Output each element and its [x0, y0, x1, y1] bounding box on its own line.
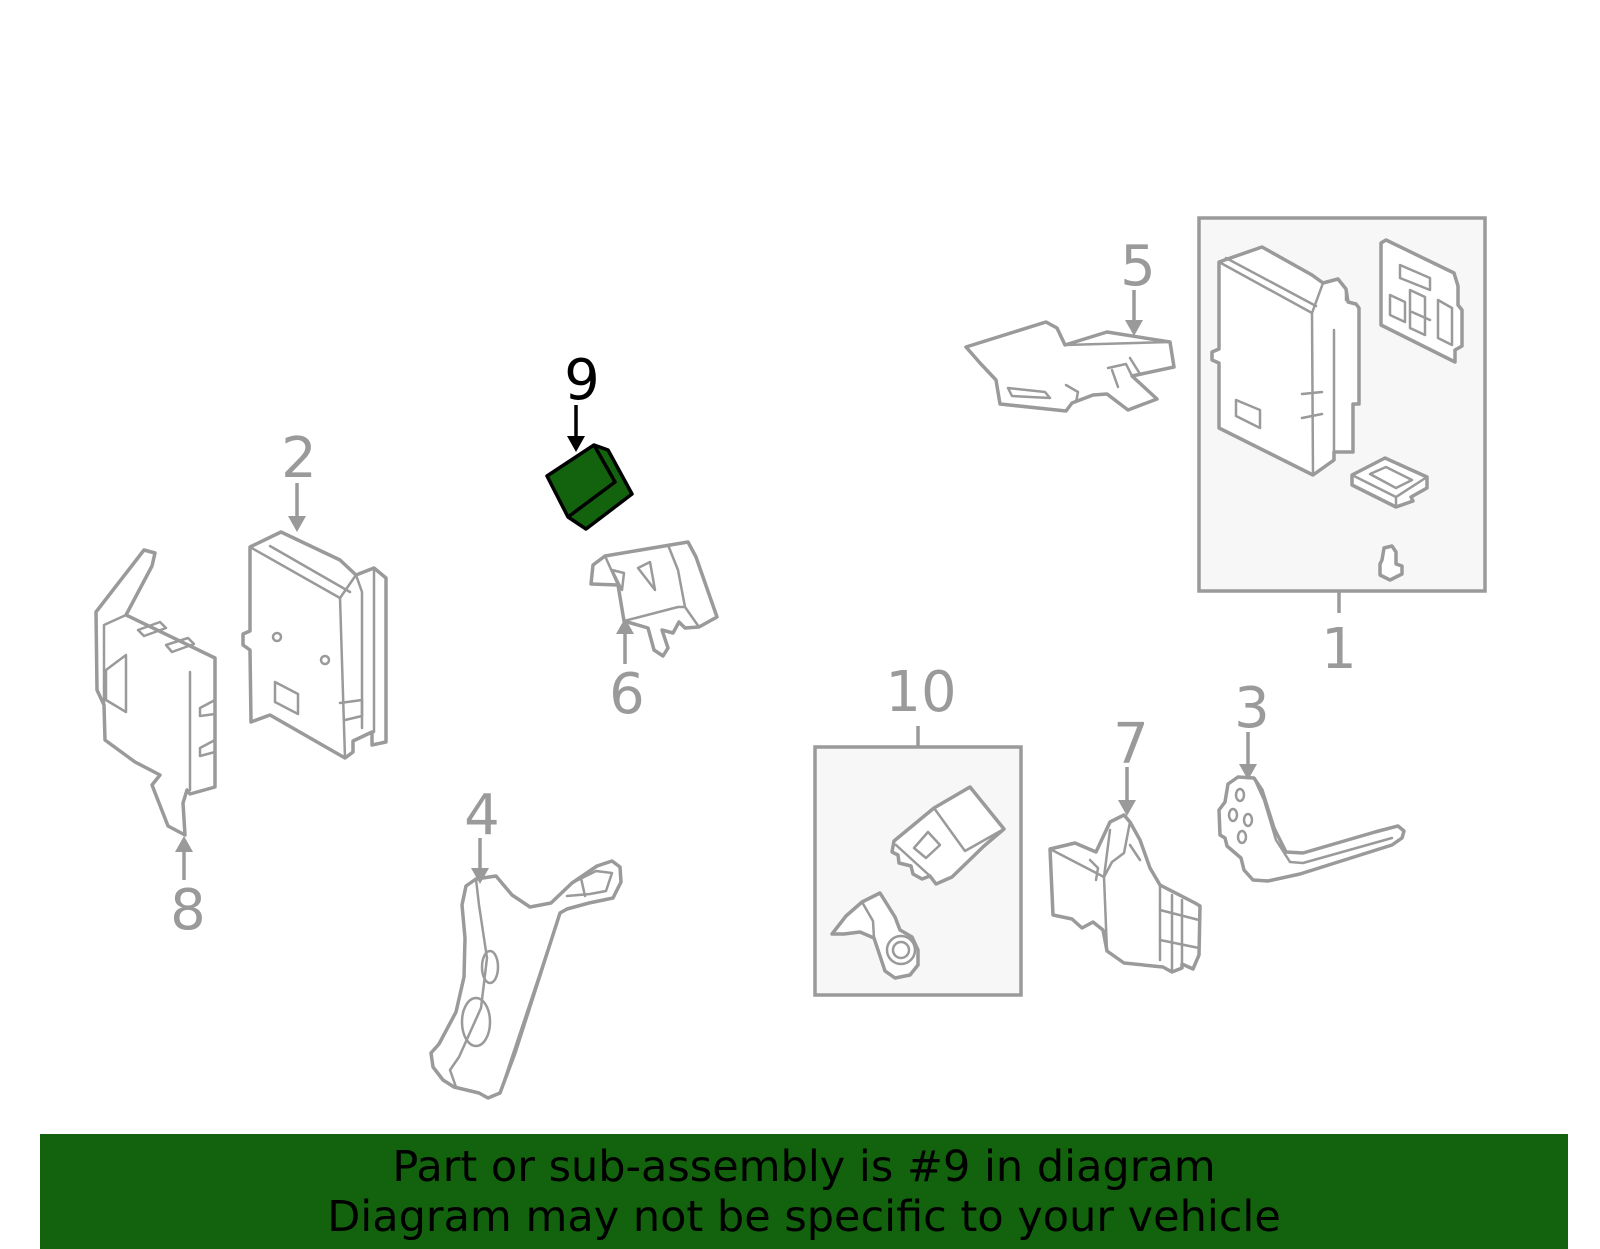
callout-9: 9 — [564, 348, 600, 413]
leader-3 — [1239, 732, 1257, 780]
leader-5 — [1125, 290, 1143, 336]
part-1-contents — [1210, 238, 1464, 582]
part-7[interactable] — [1048, 813, 1202, 974]
part-9-highlighted[interactable] — [545, 443, 634, 531]
part-4[interactable] — [429, 859, 623, 1100]
callout-8: 8 — [170, 878, 206, 943]
banner-line-2: Diagram may not be specific to your vehi… — [327, 1192, 1281, 1242]
parts-diagram: 1 2 3 4 5 6 7 8 9 10 — [94, 216, 1487, 1100]
info-banner: Part or sub-assembly is #9 in diagram Di… — [40, 1134, 1568, 1249]
part-8[interactable] — [94, 548, 217, 837]
callout-5: 5 — [1120, 234, 1156, 299]
callout-7: 7 — [1113, 712, 1149, 777]
part-3[interactable] — [1217, 775, 1406, 883]
callout-1: 1 — [1321, 617, 1357, 682]
callout-3: 3 — [1234, 676, 1270, 741]
leader-7 — [1118, 767, 1136, 816]
part-6[interactable] — [589, 540, 719, 658]
callout-2: 2 — [281, 426, 317, 491]
callout-6: 6 — [609, 662, 645, 727]
leader-6 — [616, 618, 634, 664]
leader-9 — [567, 405, 585, 452]
leader-8 — [175, 836, 193, 880]
leader-2 — [288, 483, 306, 532]
callout-4: 4 — [464, 783, 500, 848]
part-5[interactable] — [964, 320, 1176, 413]
banner-line-1: Part or sub-assembly is #9 in diagram — [392, 1142, 1216, 1192]
part-2[interactable] — [241, 530, 388, 760]
leader-4 — [471, 838, 489, 884]
callout-10: 10 — [885, 660, 956, 725]
part-10-contents — [830, 785, 1006, 980]
